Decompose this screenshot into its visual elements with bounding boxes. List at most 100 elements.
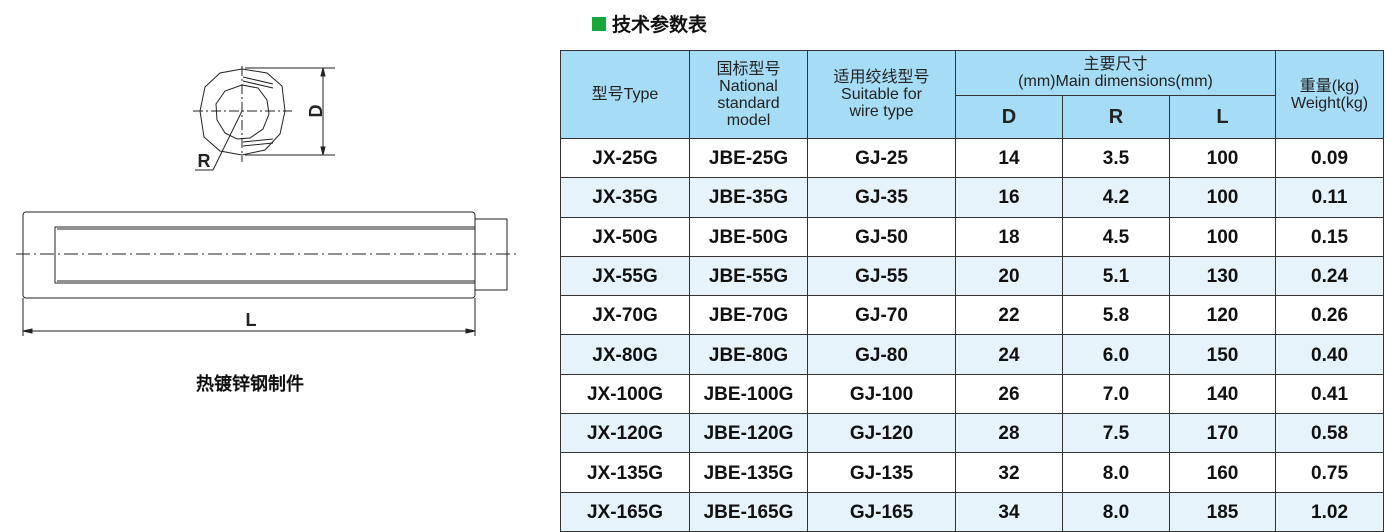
cell-l: 170 bbox=[1168, 413, 1277, 454]
label-r: R bbox=[198, 151, 211, 171]
cell-wire-type: GJ-135 bbox=[807, 452, 956, 493]
cell-r: 8.0 bbox=[1062, 452, 1170, 493]
cell-d: 16 bbox=[955, 177, 1063, 218]
cell-national-model: JBE-165G bbox=[689, 491, 808, 532]
cell-r: 4.2 bbox=[1062, 177, 1170, 218]
cell-national-model: JBE-25G bbox=[689, 137, 808, 179]
header-d: D bbox=[955, 95, 1063, 139]
cell-type: JX-120G bbox=[560, 413, 690, 454]
technical-drawing: D R L bbox=[16, 66, 518, 336]
cell-l: 185 bbox=[1168, 491, 1277, 532]
section-title: 技术参数表 bbox=[592, 10, 707, 37]
header-text: (mm)Main dimensions(mm) bbox=[1018, 73, 1213, 90]
cell-d: 34 bbox=[955, 491, 1063, 532]
cell-l: 100 bbox=[1168, 177, 1277, 218]
header-text: National bbox=[719, 77, 778, 95]
cell-type: JX-35G bbox=[560, 177, 690, 218]
header-text: wire type bbox=[849, 103, 914, 120]
cell-type: JX-70G bbox=[560, 295, 690, 336]
cell-wire-type: GJ-25 bbox=[807, 137, 956, 179]
cell-d: 26 bbox=[955, 373, 1063, 415]
cell-weight: 0.24 bbox=[1275, 255, 1385, 297]
cell-national-model: JBE-135G bbox=[689, 452, 808, 493]
cell-type: JX-165G bbox=[560, 491, 690, 532]
label-d: D bbox=[306, 105, 326, 118]
cell-d: 18 bbox=[955, 216, 1063, 257]
cell-wire-type: GJ-120 bbox=[807, 413, 956, 454]
cell-weight: 1.02 bbox=[1275, 491, 1385, 532]
cell-national-model: JBE-35G bbox=[689, 177, 808, 218]
cell-wire-type: GJ-80 bbox=[807, 334, 956, 375]
cell-r: 6.0 bbox=[1062, 334, 1170, 375]
cell-l: 150 bbox=[1168, 334, 1277, 375]
header-weight: 重量(kg)Weight(kg) bbox=[1275, 50, 1385, 139]
header-l: L bbox=[1168, 95, 1277, 139]
cell-wire-type: GJ-55 bbox=[807, 255, 956, 297]
cell-weight: 0.15 bbox=[1275, 216, 1385, 257]
cell-d: 28 bbox=[955, 413, 1063, 454]
cell-r: 8.0 bbox=[1062, 491, 1170, 532]
cell-weight: 0.41 bbox=[1275, 373, 1385, 415]
cell-r: 5.1 bbox=[1062, 255, 1170, 297]
header-text: Weight(kg) bbox=[1291, 94, 1369, 112]
cell-weight: 0.09 bbox=[1275, 137, 1385, 179]
cell-type: JX-25G bbox=[560, 137, 690, 179]
cell-weight: 0.75 bbox=[1275, 452, 1385, 493]
header-text: standard bbox=[717, 94, 780, 112]
cell-type: JX-135G bbox=[560, 452, 690, 493]
cell-type: JX-80G bbox=[560, 334, 690, 375]
cell-type: JX-100G bbox=[560, 373, 690, 415]
label-l: L bbox=[246, 310, 257, 330]
cell-type: JX-50G bbox=[560, 216, 690, 257]
header-text: 重量(kg) bbox=[1299, 77, 1360, 95]
cell-r: 7.5 bbox=[1062, 413, 1170, 454]
cell-d: 14 bbox=[955, 137, 1063, 179]
cell-d: 32 bbox=[955, 452, 1063, 493]
cell-wire-type: GJ-70 bbox=[807, 295, 956, 336]
cell-national-model: JBE-70G bbox=[689, 295, 808, 336]
header-r: R bbox=[1062, 95, 1170, 139]
cell-l: 100 bbox=[1168, 137, 1277, 179]
cell-d: 22 bbox=[955, 295, 1063, 336]
cell-national-model: JBE-80G bbox=[689, 334, 808, 375]
drawing-caption: 热镀锌钢制件 bbox=[196, 374, 304, 395]
cell-wire-type: GJ-100 bbox=[807, 373, 956, 415]
header-text: Suitable for bbox=[841, 86, 922, 103]
header-dims: 主要尺寸(mm)Main dimensions(mm) bbox=[954, 50, 1277, 96]
cell-d: 24 bbox=[955, 334, 1063, 375]
cell-l: 130 bbox=[1168, 255, 1277, 297]
section-title-text: 技术参数表 bbox=[612, 14, 708, 36]
header-text: model bbox=[726, 111, 771, 129]
green-square-icon bbox=[592, 16, 606, 31]
header-text: 国标型号 bbox=[716, 60, 781, 78]
end-view bbox=[193, 66, 335, 171]
header-text: 适用绞线型号 bbox=[833, 69, 930, 86]
cell-l: 100 bbox=[1168, 216, 1277, 257]
cell-l: 160 bbox=[1168, 452, 1277, 493]
cell-wire-type: GJ-35 bbox=[807, 177, 956, 218]
cell-wire-type: GJ-165 bbox=[807, 491, 956, 532]
cell-weight: 0.58 bbox=[1275, 413, 1385, 454]
cell-r: 5.8 bbox=[1062, 295, 1170, 336]
cell-r: 4.5 bbox=[1062, 216, 1170, 257]
side-view bbox=[16, 211, 518, 336]
cell-d: 20 bbox=[955, 255, 1063, 297]
cell-national-model: JBE-55G bbox=[689, 255, 808, 297]
cell-national-model: JBE-120G bbox=[689, 413, 808, 454]
cell-national-model: JBE-100G bbox=[689, 373, 808, 415]
cell-national-model: JBE-50G bbox=[689, 216, 808, 257]
cell-weight: 0.26 bbox=[1275, 295, 1385, 336]
cell-wire-type: GJ-50 bbox=[807, 216, 956, 257]
